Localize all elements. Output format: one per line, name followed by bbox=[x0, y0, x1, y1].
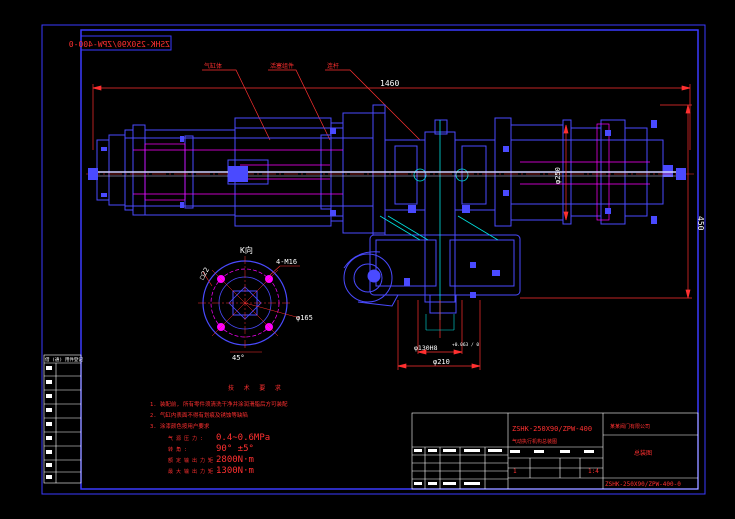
leader-label-2: 活塞组件 bbox=[270, 62, 294, 70]
note-item-1: 1. 装配前, 所有零件须清洗干净并涂润滑脂后方可装配 bbox=[150, 400, 288, 408]
dimension-cylinder-dia-text: φ250 bbox=[554, 167, 562, 184]
param-label-4: 最 大 输 出 力 矩 : bbox=[168, 468, 219, 475]
k-view-label: K向 bbox=[240, 245, 253, 255]
title-company: 某某阀门有限公司 bbox=[610, 423, 650, 430]
title-scale: 1:4 bbox=[588, 468, 599, 475]
title-block bbox=[411, 412, 699, 490]
dimension-base bbox=[397, 300, 481, 370]
title-code: ZSHK-250X90/ZPW-400-0 bbox=[605, 481, 681, 488]
drawing-code-text: ZSHK-250X90/ZPW-400-0 bbox=[69, 40, 170, 49]
notes-heading: 技 术 要 求 bbox=[228, 384, 284, 392]
manual-lever bbox=[343, 251, 399, 307]
title-model: ZSHK-250X90/ZPW-400 bbox=[512, 425, 592, 433]
param-label-2: 转 角 : bbox=[168, 446, 187, 453]
leader-label-3: 连杆 bbox=[327, 62, 339, 70]
param-value-3: 2800N·m bbox=[216, 455, 254, 465]
title-sheet-name: 总装图 bbox=[634, 449, 652, 457]
dimension-height-text: 450 bbox=[696, 216, 705, 231]
note-item-2: 2. 气缸内表面不得有划痕及锈蚀等缺陷 bbox=[150, 411, 248, 419]
dimension-base-bore: φ130H8 bbox=[414, 344, 438, 352]
dimension-base-width: φ210 bbox=[433, 358, 450, 366]
dimension-height bbox=[520, 104, 692, 299]
side-table-marks bbox=[46, 366, 52, 479]
leader-label-1: 气缸体 bbox=[204, 62, 222, 70]
drawing-frame bbox=[41, 24, 706, 495]
note-item-3: 3. 涂漆颜色按用户要求 bbox=[150, 422, 210, 430]
right-cap-bolts bbox=[503, 120, 673, 224]
left-cap-bolts bbox=[101, 128, 336, 216]
left-cylinder-hidden-lines bbox=[133, 143, 343, 201]
title-subtitle: 气动执行机构总装图 bbox=[512, 438, 557, 445]
dimension-base-tolerance: +0.063 / 0 bbox=[452, 342, 479, 348]
dimension-overall-length-text: 1460 bbox=[380, 79, 399, 88]
param-value-4: 1300N·m bbox=[216, 466, 254, 476]
title-qty: 1 bbox=[513, 468, 517, 475]
dimension-overall-length bbox=[92, 84, 691, 150]
flange-angle-label: 45° bbox=[232, 354, 245, 362]
flange-pcd-label: φ165 bbox=[296, 314, 313, 322]
drawing-code-box: ZSHK-250X90/ZPW-400-0 bbox=[69, 35, 172, 51]
main-shaft bbox=[86, 166, 694, 182]
side-registration-table bbox=[43, 354, 82, 484]
param-value-1: 0.4~0.6MPa bbox=[216, 433, 270, 443]
flange-bolts-label: 4-M16 bbox=[276, 258, 297, 266]
k-view-flange bbox=[198, 256, 301, 353]
param-label-3: 额 定 输 出 力 矩 : bbox=[168, 457, 219, 464]
param-label-1: 气 源 压 力 : bbox=[168, 435, 203, 442]
gearbox-bolts bbox=[404, 205, 500, 298]
base-section-lines bbox=[425, 314, 455, 331]
part-leaders bbox=[202, 69, 421, 141]
gearbox-cyan-details bbox=[379, 120, 499, 320]
side-table-header: 借 (通) 用件登记 bbox=[45, 356, 83, 363]
title-block-grid-marks bbox=[414, 449, 594, 485]
param-value-2: 90° ±5° bbox=[216, 444, 254, 454]
dimension-cylinder-dia bbox=[563, 124, 569, 221]
